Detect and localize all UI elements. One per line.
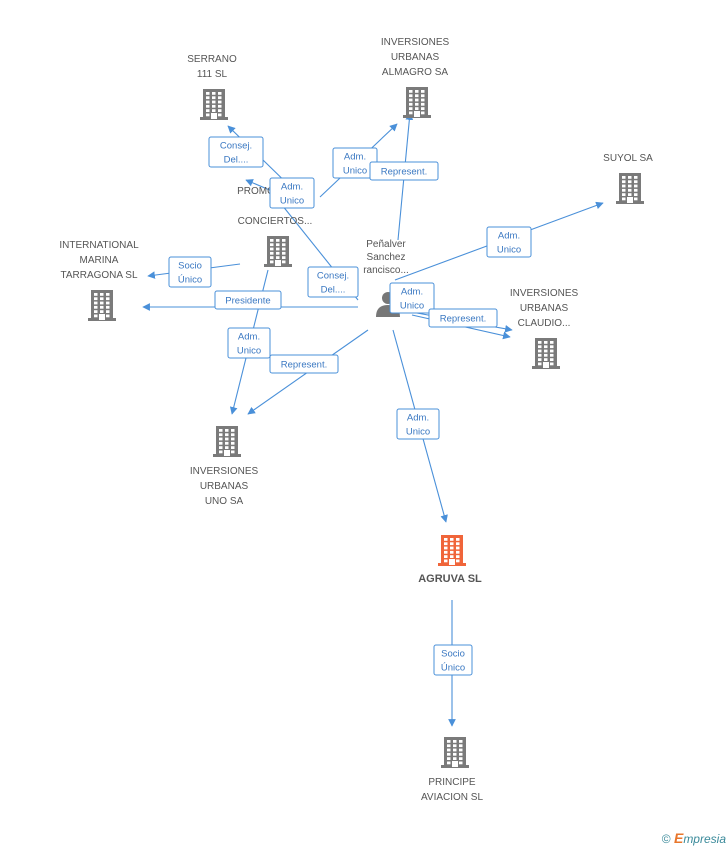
company-label-line: UNO SA bbox=[205, 496, 244, 507]
building-icon bbox=[441, 737, 469, 768]
relation-text: Del.... bbox=[224, 155, 249, 166]
relation-text: Unico bbox=[343, 166, 367, 177]
relation-text: Socio bbox=[178, 261, 202, 272]
company-node-promo[interactable]: PROMO CONCIERTOS... bbox=[237, 186, 312, 267]
relation-label[interactable]: Adm. Unico bbox=[396, 408, 440, 440]
edges-layer bbox=[142, 112, 604, 727]
relation-text: Del.... bbox=[321, 285, 346, 296]
relation-box bbox=[227, 327, 271, 359]
relation-text: Único bbox=[178, 275, 202, 286]
relation-text: Unico bbox=[406, 427, 430, 438]
relation-text: Unico bbox=[497, 245, 521, 256]
relation-label[interactable]: Presidente bbox=[214, 290, 282, 310]
relation-text: Adm. bbox=[401, 287, 423, 298]
relation-label[interactable]: Consej. Del.... bbox=[307, 266, 359, 298]
company-node-agruva[interactable]: AGRUVA SL bbox=[418, 535, 482, 585]
building-icon bbox=[213, 426, 241, 457]
relation-box bbox=[428, 308, 498, 328]
relation-text: Adm. bbox=[407, 413, 429, 424]
relation-text: Presidente bbox=[225, 296, 270, 307]
relation-text: Único bbox=[441, 663, 465, 674]
building-icon bbox=[88, 290, 116, 321]
relation-label[interactable]: Adm. Unico bbox=[269, 177, 315, 209]
relation-box bbox=[389, 282, 435, 314]
company-label-line: URBANAS bbox=[391, 52, 440, 63]
relation-box bbox=[433, 644, 473, 676]
relation-box bbox=[214, 290, 282, 310]
relation-label[interactable]: Adm. Unico bbox=[486, 226, 532, 258]
company-node-serrano[interactable]: SERRANO 111 SL bbox=[187, 54, 237, 120]
relation-text: Represent. bbox=[381, 167, 427, 178]
relation-box bbox=[307, 266, 359, 298]
company-label-line: SERRANO bbox=[187, 54, 237, 65]
relation-box bbox=[168, 256, 212, 288]
relation-text: Adm. bbox=[498, 231, 520, 242]
company-label-line: INVERSIONES bbox=[381, 37, 450, 48]
company-node-almagro[interactable]: INVERSIONES URBANAS ALMAGRO SA bbox=[381, 37, 450, 118]
company-node-suyol[interactable]: SUYOL SA bbox=[603, 153, 653, 204]
copyright-icon: © bbox=[661, 832, 671, 846]
relation-text: Unico bbox=[280, 196, 304, 207]
relation-text: Represent. bbox=[281, 360, 327, 371]
company-node-marina[interactable]: INTERNATIONAL MARINA TARRAGONA SL bbox=[59, 240, 139, 321]
relation-text: Represent. bbox=[440, 314, 486, 325]
company-node-principe[interactable]: PRINCIPE AVIACION SL bbox=[421, 737, 483, 803]
relation-box bbox=[269, 177, 315, 209]
relation-box bbox=[369, 161, 439, 181]
company-label-line: PROMO bbox=[237, 186, 275, 197]
company-label-line: AGRUVA SL bbox=[418, 573, 482, 585]
relation-label[interactable]: Adm. Unico bbox=[389, 282, 435, 314]
building-icon bbox=[616, 173, 644, 204]
relation-text: Adm. bbox=[238, 332, 260, 343]
relation-text: Consej. bbox=[220, 141, 252, 152]
building-icon bbox=[264, 236, 292, 267]
company-label-line: PRINCIPE bbox=[428, 777, 476, 788]
relation-text: Unico bbox=[237, 346, 261, 357]
relation-label[interactable]: Represent. bbox=[369, 161, 439, 181]
company-node-claudio[interactable]: INVERSIONES URBANAS CLAUDIO... bbox=[510, 288, 579, 369]
brand-name: mpresia bbox=[683, 832, 726, 846]
relation-text: Consej. bbox=[317, 271, 349, 282]
company-label-line: ALMAGRO SA bbox=[382, 67, 448, 78]
company-label-line: MARINA bbox=[80, 255, 119, 266]
relation-label[interactable]: Represent. bbox=[428, 308, 498, 328]
relation-box bbox=[269, 354, 339, 374]
relation-text: Socio bbox=[441, 649, 465, 660]
building-icon bbox=[200, 89, 228, 120]
company-label-line: URBANAS bbox=[520, 303, 569, 314]
company-node-uno[interactable]: INVERSIONES URBANAS UNO SA bbox=[190, 426, 259, 507]
relation-label[interactable]: Represent. bbox=[269, 354, 339, 374]
relation-text: Unico bbox=[400, 301, 424, 312]
company-label-line: CLAUDIO... bbox=[518, 318, 571, 329]
building-icon bbox=[438, 535, 466, 566]
relation-box bbox=[486, 226, 532, 258]
brand-initial: E bbox=[673, 830, 684, 846]
company-label-line: 111 SL bbox=[197, 69, 228, 80]
company-label-line: SUYOL SA bbox=[603, 153, 653, 164]
person-label-line: Peñalver bbox=[366, 239, 406, 250]
building-icon bbox=[532, 338, 560, 369]
relation-box bbox=[396, 408, 440, 440]
company-label-line: INVERSIONES bbox=[510, 288, 579, 299]
company-label-line: CONCIERTOS... bbox=[238, 216, 313, 227]
relation-label[interactable]: Adm. Unico bbox=[227, 327, 271, 359]
relation-text: Adm. bbox=[344, 152, 366, 163]
company-label-line: INTERNATIONAL bbox=[59, 240, 139, 251]
company-label-line: URBANAS bbox=[200, 481, 249, 492]
building-icon bbox=[403, 87, 431, 118]
nodes-layer: SERRANO 111 SL INVERSIONES URBANAS ALMAGRO S… bbox=[59, 37, 653, 803]
relation-label[interactable]: Consej. Del.... bbox=[208, 136, 264, 168]
company-label-line: INVERSIONES bbox=[190, 466, 259, 477]
person-label-line: Sanchez bbox=[367, 252, 406, 263]
watermark: © Empresia bbox=[662, 830, 726, 846]
company-label-line: TARRAGONA SL bbox=[60, 270, 137, 281]
person-label-line: rancisco... bbox=[363, 265, 409, 276]
relation-box bbox=[208, 136, 264, 168]
company-label-line: AVIACION SL bbox=[421, 792, 483, 803]
relation-text: Adm. bbox=[281, 182, 303, 193]
